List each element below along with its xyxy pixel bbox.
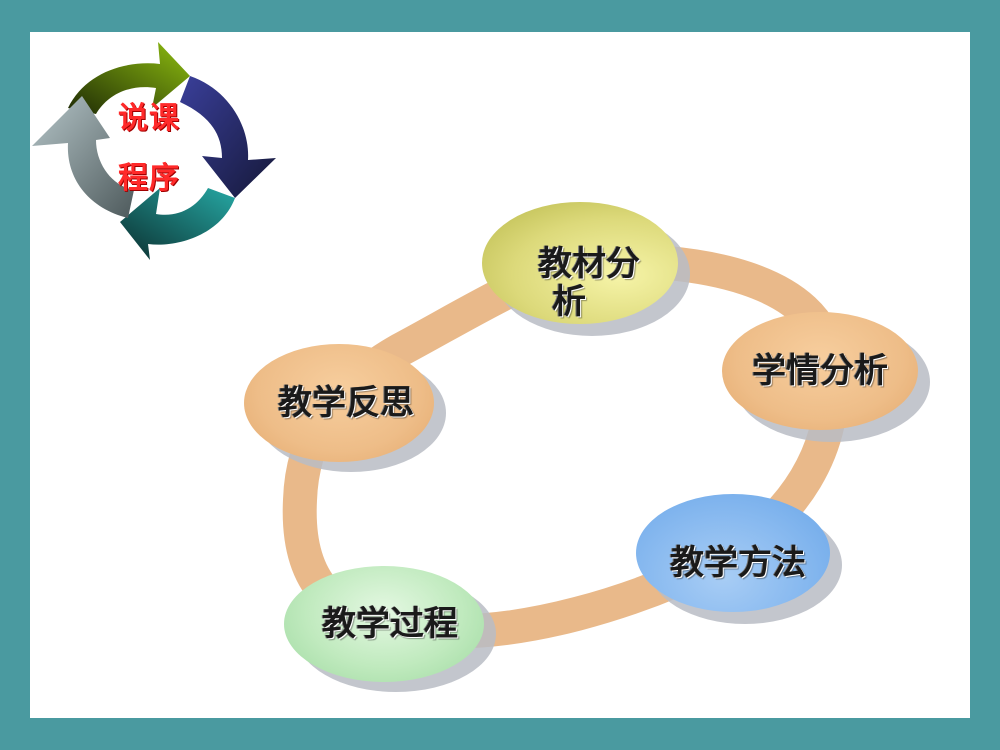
cycle-arrows-icon: 说课 程序: [30, 38, 280, 260]
node-label: 教学方法: [670, 543, 806, 583]
cycle-label-line1: 说课: [118, 101, 180, 136]
node-teaching-methods[interactable]: 教学方法: [636, 494, 830, 612]
node-label: 学情分析: [752, 351, 888, 391]
cycle-label-line2: 程序: [118, 161, 180, 196]
node-teaching-process[interactable]: 教学过程: [284, 566, 484, 682]
node-label: 教材分: [538, 244, 640, 284]
node-textbook-analysis[interactable]: 教材分 析: [482, 202, 678, 324]
node-label: 教学过程: [322, 604, 458, 644]
node-teaching-reflection[interactable]: 教学反思: [244, 344, 434, 462]
node-learner-analysis[interactable]: 学情分析: [722, 312, 918, 430]
node-label: 析: [552, 282, 586, 322]
node-label: 教学反思: [278, 383, 414, 423]
